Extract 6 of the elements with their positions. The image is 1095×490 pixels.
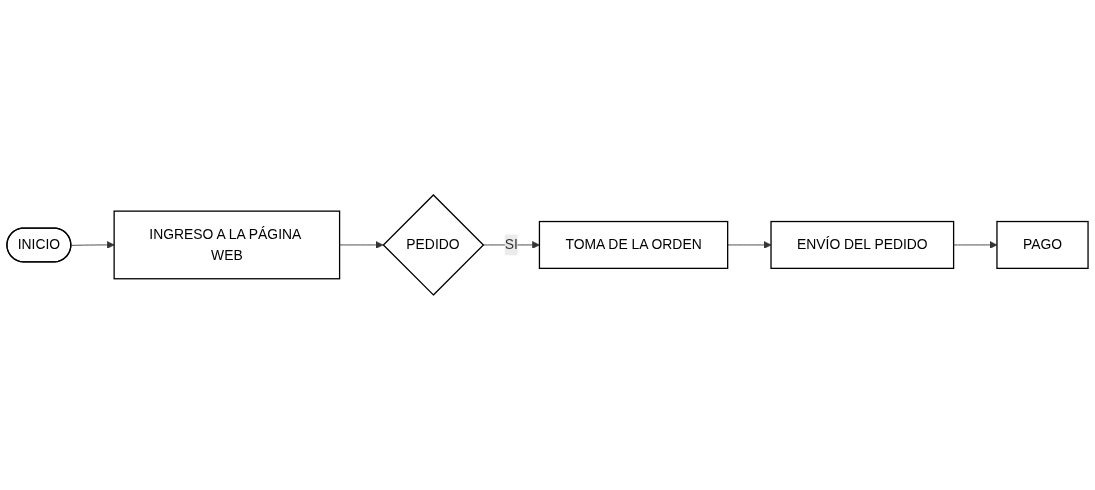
node-box: PAGO [996, 220, 1089, 270]
node-box: TOMA DE LA ORDEN [538, 220, 729, 270]
node-box: ENVÍO DEL PEDIDO [770, 220, 955, 270]
node-box: INGRESO A LA PÁGINA WEB [113, 210, 341, 280]
node-diamond: PEDIDO [382, 194, 485, 296]
edge-label: SI [504, 237, 518, 252]
